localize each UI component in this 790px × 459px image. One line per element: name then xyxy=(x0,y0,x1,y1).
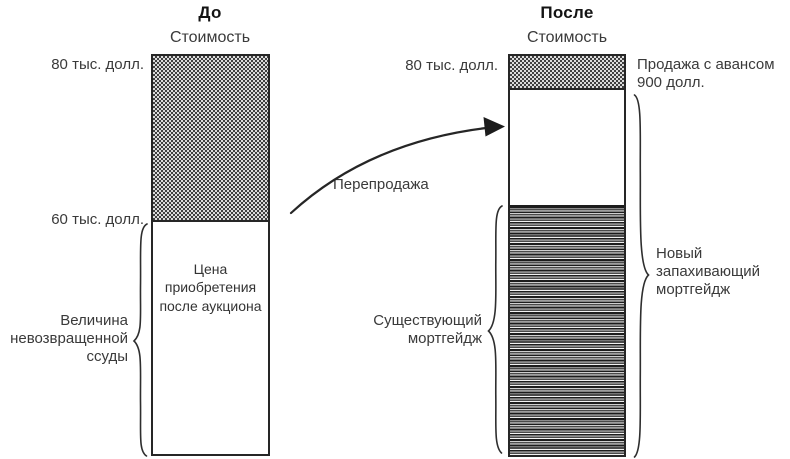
resale-label: Перепродажа xyxy=(333,176,429,193)
before-price-80k: 80 тыс. долл. xyxy=(51,56,144,73)
after-existing-mortgage-label: Существующий мортгейдж xyxy=(373,312,482,347)
after-axis-label: Стоимость xyxy=(526,29,608,46)
after-existing-mortgage-segment xyxy=(510,205,624,455)
before-auction-price-segment: Цена приобретения после аукциона xyxy=(153,222,268,454)
after-new-mortgage-brace-icon xyxy=(633,94,650,458)
after-value-bar xyxy=(508,54,626,457)
resale-arrow-head-icon xyxy=(483,117,505,137)
before-title: До xyxy=(198,3,222,22)
after-title: После xyxy=(540,3,594,22)
after-new-mortgage-label: Новый запахивающий мортгейдж xyxy=(656,245,761,298)
before-loan-brace-icon xyxy=(132,223,148,457)
before-price-60k: 60 тыс. долл. xyxy=(51,211,144,228)
after-deposit-label: Продажа с авансом 900 долл. xyxy=(637,56,775,91)
resale-arrow-curve xyxy=(289,126,488,215)
before-bar-text: Цена приобретения после аукциона xyxy=(159,261,262,314)
after-existing-mortgage-brace-icon xyxy=(487,205,503,454)
before-loan-amount-label: Величина невозвращенной ссуды xyxy=(10,312,128,365)
after-price-80k: 80 тыс. долл. xyxy=(405,57,498,74)
before-value-bar: Цена приобретения после аукциона xyxy=(151,54,270,456)
after-equity-segment xyxy=(510,90,624,205)
before-equity-segment xyxy=(153,56,268,222)
before-axis-label: Стоимость xyxy=(169,29,251,46)
after-deposit-segment xyxy=(510,56,624,90)
